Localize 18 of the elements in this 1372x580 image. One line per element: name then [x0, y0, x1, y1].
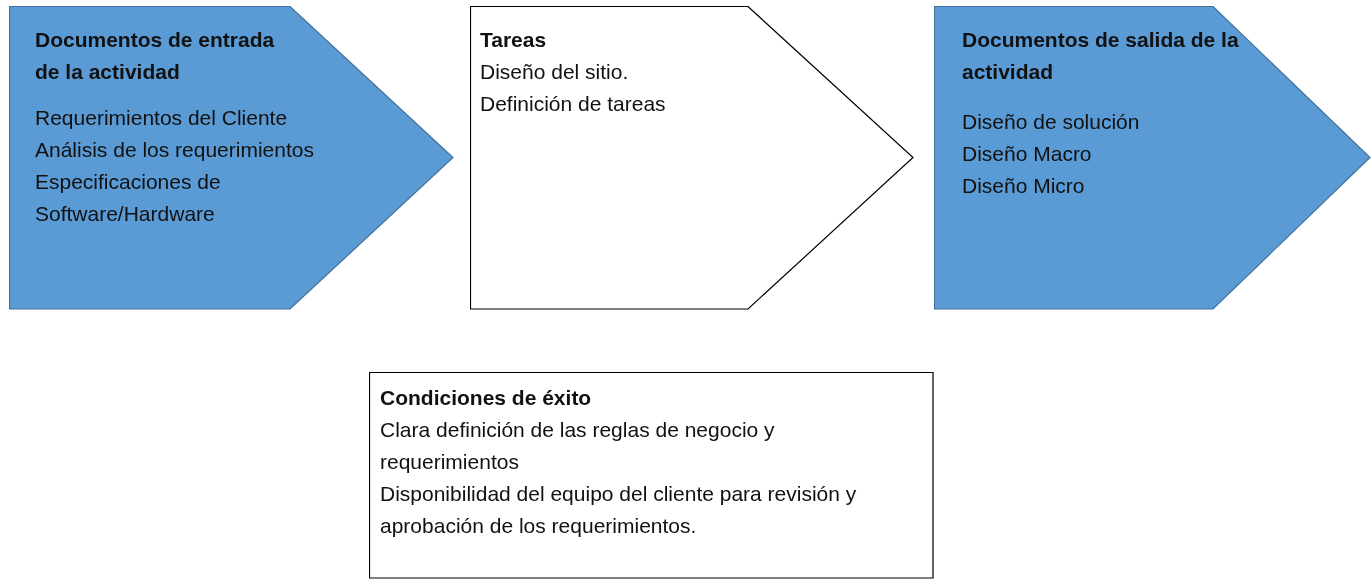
node-heading: Tareas — [480, 27, 548, 53]
node-text: Diseño de solución — [962, 109, 1141, 135]
chevron-shape — [934, 6, 1371, 310]
node-heading: Documentos de salida de la actividad — [962, 27, 1240, 85]
chevron-shape — [9, 6, 454, 310]
node-text: Diseño Micro — [962, 173, 1086, 199]
node-text: Requerimientos del Cliente — [35, 105, 289, 131]
node-heading: Condiciones de éxito — [380, 385, 593, 411]
node-text: Clara definición de las reglas de negocio y requerimientos — [380, 417, 776, 475]
node-text: Especificaciones de Software/Hardware — [35, 169, 222, 227]
node-text: Definición de tareas — [480, 91, 667, 117]
node-text: Disponibilidad del equipo del cliente para revisión y aprobación de los requerimientos. — [380, 481, 858, 539]
node-text: Análisis de los requerimientos — [35, 137, 315, 163]
node-text: Diseño del sitio. — [480, 59, 630, 85]
node-text: Diseño Macro — [962, 141, 1093, 167]
chevron-shape — [470, 6, 914, 310]
text-box — [369, 372, 934, 579]
node-heading: Documentos de entrada de la actividad — [35, 27, 276, 85]
